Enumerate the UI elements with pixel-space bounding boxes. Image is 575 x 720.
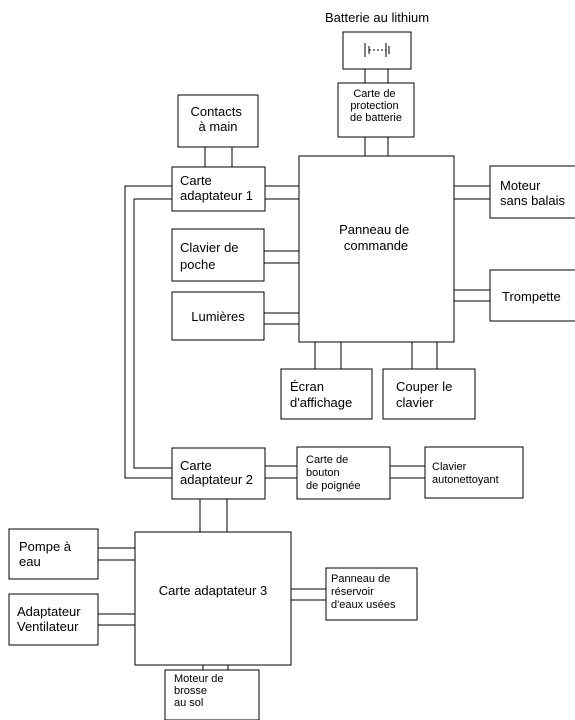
control-panel-label: Panneau de commande [339,222,413,253]
water-pump-label: Pompe à eau [19,539,75,569]
adapter-2-block: Carte adaptateur 2 [171,447,266,500]
adapter-3-block: Carte adaptateur 3 [134,531,292,666]
control-panel-block: Panneau de commande [298,155,455,343]
handle-button-board-label: Carte de bouton de poignée [306,454,360,492]
adapter-1-label: Carte adaptateur 1 [180,173,253,203]
battery-protection-label: Carte de protection de batterie [350,88,402,124]
adapter-1-block: Carte adaptateur 1 [171,166,266,212]
lights-label: Lumières [191,309,245,324]
display-screen-block: Écran d'affichage [280,368,373,420]
brushless-motor-block: Moteur sans balais [489,165,575,219]
trumpet-block: Trompette [489,269,575,322]
battery-protection-block: Carte de protection de batterie [337,82,415,138]
floor-brush-motor-block: Moteur de brosse au sol [164,669,260,720]
trumpet-label: Trompette [502,289,561,304]
hand-contacts-block: Contacts à main [177,94,259,148]
self-cleaning-keyboard-label: Clavier autonettoyant [432,461,499,486]
lights-block: Lumières [171,291,265,341]
battery-block [342,31,412,70]
battery-title: Batterie au lithium [325,10,429,25]
brushless-motor-label: Moteur sans balais [500,178,566,208]
handle-button-board-block: Carte de bouton de poignée [296,446,391,500]
hand-contacts-label: Contacts à main [191,104,246,134]
floor-brush-motor-label: Moteur de brosse au sol [174,673,227,709]
cut-keyboard-label: Couper le clavier [396,379,456,410]
fan-adapter-label: Adaptateur Ventilateur [17,604,84,634]
cut-keyboard-block: Couper le clavier [382,368,476,420]
pocket-keyboard-block: Clavier de poche [171,228,265,282]
waste-tank-panel-block: Panneau de réservoir d'eaux usées [325,567,418,621]
adapter-2-label: Carte adaptateur 2 [180,458,253,487]
wire-adapter1-adapter2 [124,185,172,479]
waste-tank-panel-label: Panneau de réservoir d'eaux usées [331,573,396,611]
self-cleaning-keyboard-block: Clavier autonettoyant [424,446,524,499]
fan-adapter-block: Adaptateur Ventilateur [8,593,99,646]
pocket-keyboard-label: Clavier de poche [180,240,242,272]
wire-adapter1-adapter2 [133,198,172,469]
adapter-3-label: Carte adaptateur 3 [159,583,267,598]
water-pump-block: Pompe à eau [8,528,99,580]
connection-wires [98,69,490,670]
display-screen-label: Écran d'affichage [290,379,352,410]
